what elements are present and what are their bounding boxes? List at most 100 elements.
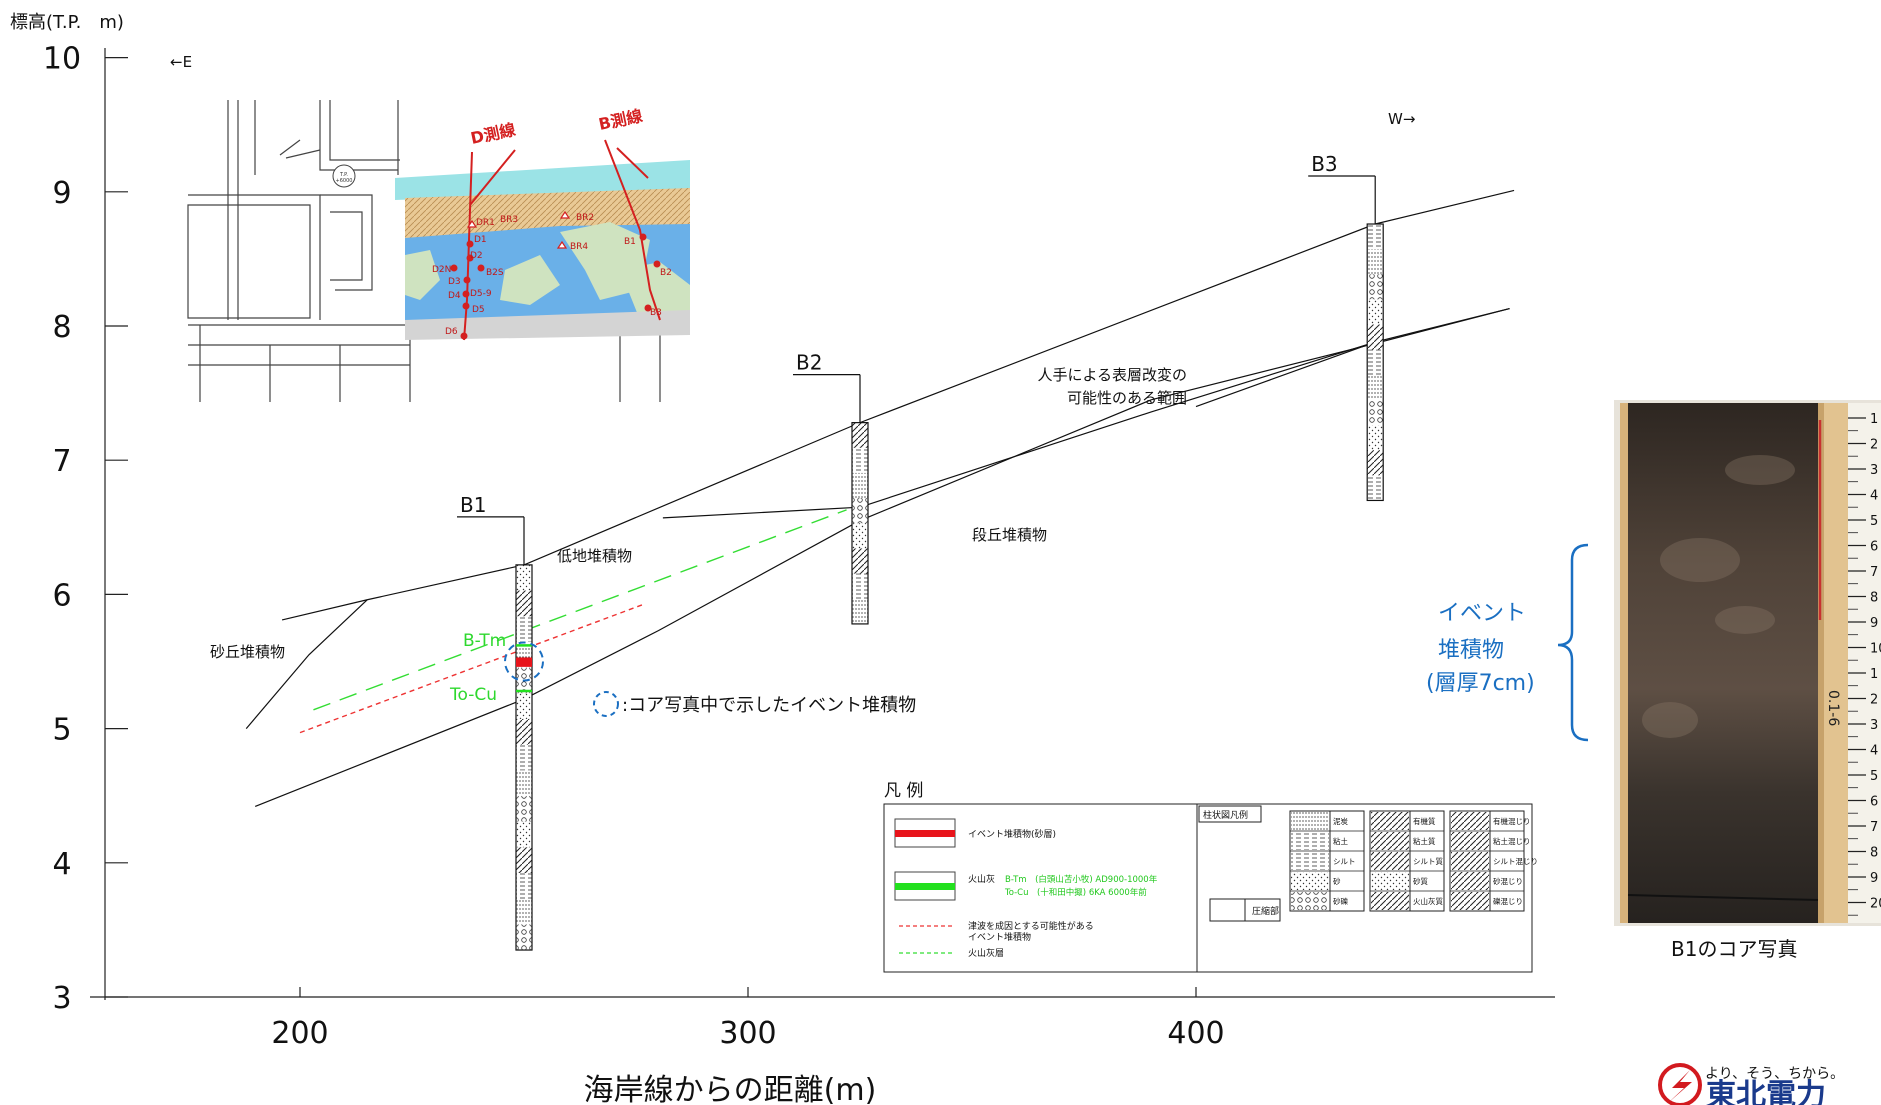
ruler-mark: 20 — [1870, 897, 1881, 912]
x-tick-label: 200 — [271, 1016, 328, 1051]
ruler-mark: 3 — [1870, 718, 1878, 733]
legend-tsunami-1: 津波を成因とする可能性がある — [968, 920, 1094, 932]
borehole-b3: B3 — [1308, 152, 1384, 502]
legend-lithology-label: 粘土質 — [1413, 836, 1436, 846]
map-point-label: B3 — [650, 308, 662, 318]
legend-ash: 火山灰 — [968, 873, 995, 885]
y-axis-label: 標高(T.P. m) — [10, 12, 124, 33]
event-deposit-layer — [516, 657, 532, 667]
borehole-b1: B1 — [457, 493, 533, 951]
map-point-label: DR1 — [476, 218, 495, 228]
ruler-mark: 8 — [1870, 591, 1878, 606]
x-tick-label: 400 — [1167, 1016, 1224, 1051]
legend-ash-detail-2: To-Cu (十和田中掫) 6KA 6000年前 — [1004, 887, 1147, 898]
x-axis-label: 海岸線からの距離(m) — [584, 1073, 877, 1105]
ruler-mark: 4 — [1870, 489, 1878, 504]
photo-event-line-3: (層厚7cm) — [1426, 671, 1535, 696]
x-axis: 200 300 400 海岸線からの距離(m) — [90, 987, 1555, 1105]
ruler-mark: 8 — [1870, 846, 1878, 861]
map-point-label: B1 — [624, 237, 636, 247]
ruler-mark: 7 — [1870, 820, 1878, 835]
photo-event-line-2: 堆積物 — [1438, 638, 1504, 663]
y-tick-label: 3 — [52, 981, 71, 1016]
ruler-mark: 4 — [1870, 744, 1878, 759]
borehole-label: B2 — [796, 351, 822, 375]
legend-ash-layer: 火山灰層 — [968, 947, 1004, 959]
map-point-label: D2 — [470, 251, 483, 261]
ruler-mark: 9 — [1870, 871, 1878, 886]
legend-lithology-label: 粘土混じり — [1493, 836, 1531, 846]
ruler-mark: 10 — [1870, 642, 1881, 657]
core-photo: 1234567891012345678920 0.1-6 — [1614, 400, 1881, 926]
legend-ash-detail-1: B-Tm (白頭山苫小牧) AD900-1000年 — [1005, 874, 1158, 885]
ruler-mark: 5 — [1870, 769, 1878, 784]
ruler-mark: 1 — [1870, 667, 1878, 682]
legend-lithology-label: 砂礫 — [1333, 896, 1349, 906]
core-sample-label: 0.1-6 — [1825, 690, 1841, 726]
terrace-deposit-label: 段丘堆積物 — [972, 526, 1047, 544]
ruler-mark: 2 — [1870, 693, 1878, 708]
borehole-label: B3 — [1311, 152, 1337, 176]
y-tick-label: 6 — [52, 578, 71, 613]
event-bracket — [1557, 543, 1589, 742]
event-marker-circle — [504, 641, 544, 682]
event-legend-circle — [593, 691, 619, 717]
artificial-modification-label-1: 人手による表層改変の — [1037, 366, 1187, 384]
y-tick-label: 9 — [52, 176, 71, 211]
borehole-b2: B2 — [793, 351, 869, 625]
west-direction: W→ — [1388, 110, 1415, 128]
logo-name: 東北電力 — [1706, 1078, 1826, 1105]
ruler-mark: 6 — [1870, 540, 1878, 555]
legend-lithology-label: シルト — [1333, 857, 1356, 866]
volcanic-ash-dashed-line — [313, 509, 847, 711]
map-point-label: D5 — [472, 305, 485, 315]
map-point-label: BR3 — [500, 215, 518, 225]
legend-lithology-label: 砂 — [1333, 876, 1341, 886]
svg-text:+6000: +6000 — [336, 178, 353, 184]
legend-tsunami-2: イベント堆積物 — [968, 931, 1031, 943]
legend-compacted: 圧縮部 — [1252, 905, 1279, 917]
borehole-label: B1 — [460, 493, 486, 517]
map-point-label: BR2 — [576, 213, 594, 223]
legend-lithology-label: 砂質 — [1413, 876, 1429, 886]
y-tick-label: 10 — [43, 42, 81, 77]
ruler-mark: 3 — [1870, 463, 1878, 478]
map-point-label: B2S — [486, 268, 504, 278]
x-tick-label: 300 — [719, 1016, 776, 1051]
svg-text:T.P.: T.P. — [339, 172, 348, 178]
legend-lithology-label: 礫混じり — [1493, 896, 1523, 906]
dune-deposit-label: 砂丘堆積物 — [210, 643, 285, 661]
map-point-label: D2N — [432, 265, 451, 275]
legend-column-title: 柱状図凡例 — [1203, 809, 1248, 821]
logo-tagline: より、そう、ちから。 — [1705, 1066, 1844, 1082]
tocu-label: To-Cu — [449, 685, 497, 705]
map-point-label: D1 — [474, 235, 487, 245]
map-point-label: BR4 — [570, 242, 588, 252]
east-direction: ←E — [170, 53, 192, 71]
map-point-label: D5-9 — [470, 289, 492, 299]
ruler-mark: 9 — [1870, 616, 1878, 631]
ruler-mark: 1 — [1870, 412, 1878, 427]
y-tick-label: 5 — [52, 713, 71, 748]
photo-event-line-1: イベント — [1438, 601, 1526, 626]
btm-label: B-Tm — [463, 631, 506, 651]
legend-title: 凡 例 — [884, 781, 923, 801]
legend-lithology-label: 火山灰質 — [1413, 896, 1443, 906]
ruler-mark: 2 — [1870, 438, 1878, 453]
map-point-label: D6 — [445, 327, 458, 337]
legend-lithology-label: シルト質 — [1413, 856, 1443, 866]
artificial-modification-label-2: 可能性のある範囲 — [1067, 389, 1187, 407]
ruler-mark: 5 — [1870, 514, 1878, 529]
ruler-mark: 6 — [1870, 795, 1878, 810]
y-tick-label: 7 — [52, 444, 71, 479]
legend-lithology-label: シルト混じり — [1493, 857, 1538, 866]
legend-lithology-label: 砂混じり — [1493, 876, 1523, 886]
legend-event: イベント堆積物(砂層) — [968, 828, 1056, 840]
legend: 凡 例 イベント堆積物(砂層) 火山灰 B-Tm (白頭山苫小牧) AD900-… — [883, 781, 1538, 973]
company-logo: より、そう、ちから。 東北電力 — [1658, 1063, 1844, 1105]
legend-lithology-label: 泥炭 — [1333, 817, 1349, 826]
legend-lithology-label: 有機質 — [1413, 816, 1436, 826]
